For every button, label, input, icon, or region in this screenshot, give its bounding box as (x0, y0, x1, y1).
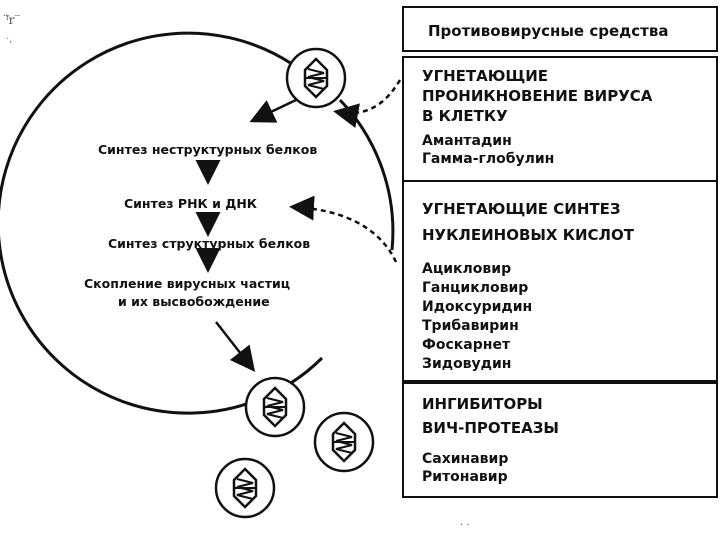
drug-name: Гамма-глобулин (422, 151, 555, 167)
section-heading: ВИЧ-ПРОТЕАЗЫ (422, 419, 559, 437)
section-nucleic-acid-inhibitors: УГНЕТАЮЩИЕ СИНТЕЗ НУКЛЕИНОВЫХ КИСЛОТ Аци… (402, 180, 718, 382)
arrow-release (215, 321, 256, 372)
dashed-arrow-synthesis (289, 195, 398, 263)
svg-text:· ·: · · (460, 520, 470, 531)
drug-name: Ганцикловир (422, 280, 529, 296)
step-structural-proteins: Синтез структурных белков (108, 236, 311, 251)
drug-name: Идоксуридин (422, 299, 533, 315)
section-heading: УГНЕТАЮЩИЕ (422, 67, 549, 85)
section-heading: НУКЛЕИНОВЫХ КИСЛОТ (422, 226, 634, 244)
section-heading: В КЛЕТКУ (422, 107, 508, 125)
svg-text:ᶠ̈r‾: ᶠ̈r‾ (4, 13, 21, 27)
drug-name: Трибавирин (422, 318, 519, 334)
dashed-arrow-entry (333, 79, 402, 128)
cell-membrane (0, 31, 324, 415)
arrow-entry (249, 98, 297, 123)
section-heading: УГНЕТАЮЩИЕ СИНТЕЗ (422, 200, 621, 218)
virion-released-2 (313, 411, 375, 473)
drug-name: Ацикловир (422, 261, 512, 277)
panel-title: Противовирусные средства (402, 6, 718, 52)
step-rna-dna-synthesis: Синтез РНК и ДНК (124, 196, 258, 211)
section-hiv-protease-inhibitors: ИНГИБИТОРЫ ВИЧ-ПРОТЕАЗЫ Сахинавир Ритона… (402, 382, 718, 498)
virion-released-1 (244, 376, 306, 438)
section-entry-inhibitors: УГНЕТАЮЩИЕ ПРОНИКНОВЕНИЕ ВИРУСА В КЛЕТКУ… (402, 56, 718, 182)
drug-name: Зидовудин (422, 356, 512, 372)
drug-name: Сахинавир (422, 451, 509, 467)
section-heading: ИНГИБИТОРЫ (422, 395, 543, 413)
virion-released-3 (214, 457, 276, 519)
section-heading: ПРОНИКНОВЕНИЕ ВИРУСА (422, 87, 653, 105)
svg-text:·,: ·, (6, 34, 12, 45)
drug-name: Ритонавир (422, 469, 508, 485)
drug-name: Амантадин (422, 133, 512, 149)
step-release: и их высвобождение (118, 294, 270, 309)
drug-name: Фоскарнет (422, 337, 511, 353)
virion-entering (285, 47, 347, 109)
step-assembly: Скопление вирусных частиц (84, 276, 290, 291)
step-nonstructural-proteins: Синтез неструктурных белков (98, 142, 318, 157)
